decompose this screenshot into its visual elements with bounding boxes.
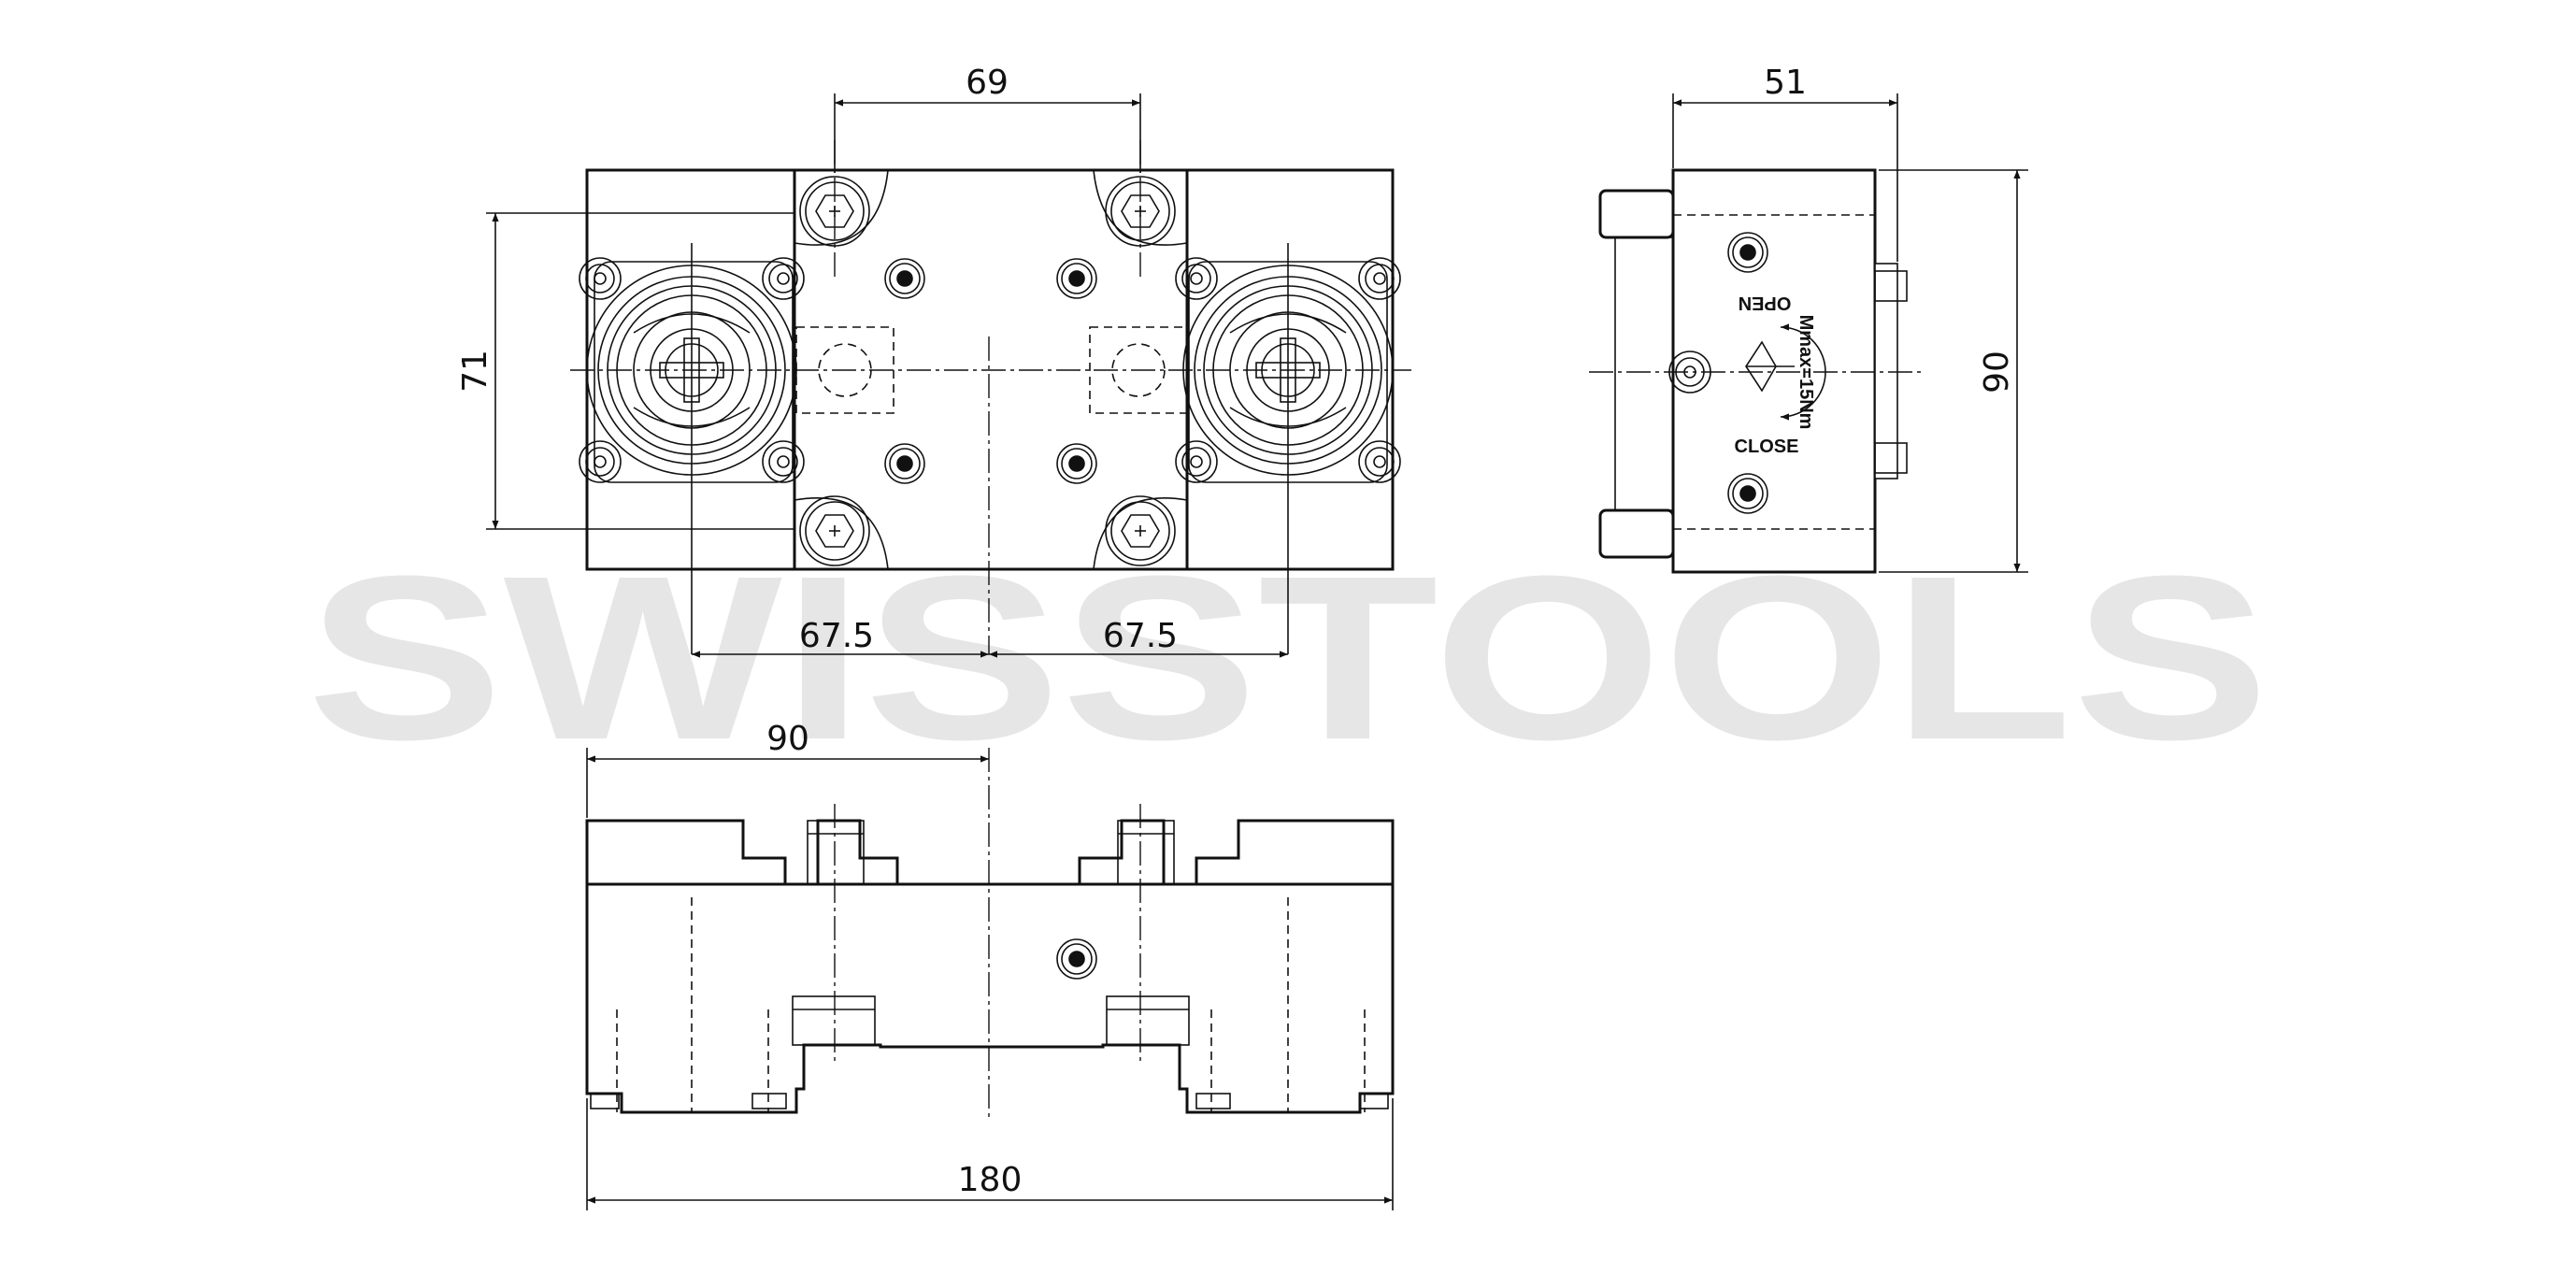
dimension-label-51: 51 — [1764, 64, 1807, 102]
dimension-90-side: 90 — [1879, 169, 2028, 573]
dimension-71: 71 — [456, 212, 794, 530]
label-close: CLOSE — [1735, 436, 1799, 457]
dimension-label-67-5-left: 67.5 — [799, 617, 874, 655]
label-open: OPEN — [1739, 293, 1792, 313]
dimension-69: 69 — [834, 64, 1141, 173]
dimension-67-5-pair: 67.5 67.5 — [692, 617, 1288, 658]
dimension-label-90-side: 90 — [1978, 351, 2016, 394]
dimension-label-90-front: 90 — [766, 720, 809, 758]
dimension-label-69: 69 — [966, 64, 1009, 102]
dimension-51: 51 — [1672, 64, 1898, 262]
side-view: OPEN CLOSE Mmax=15Nm — [1589, 168, 1925, 574]
top-view — [570, 140, 1411, 654]
dimension-label-180: 180 — [958, 1161, 1023, 1199]
dimension-90-front: 90 — [586, 720, 989, 818]
front-view — [585, 748, 1395, 1122]
dimension-180: 180 — [586, 1098, 1394, 1210]
dimension-label-71: 71 — [456, 350, 494, 393]
dimension-label-67-5-right: 67.5 — [1103, 617, 1178, 655]
label-torque: Mmax=15Nm — [1796, 315, 1816, 430]
